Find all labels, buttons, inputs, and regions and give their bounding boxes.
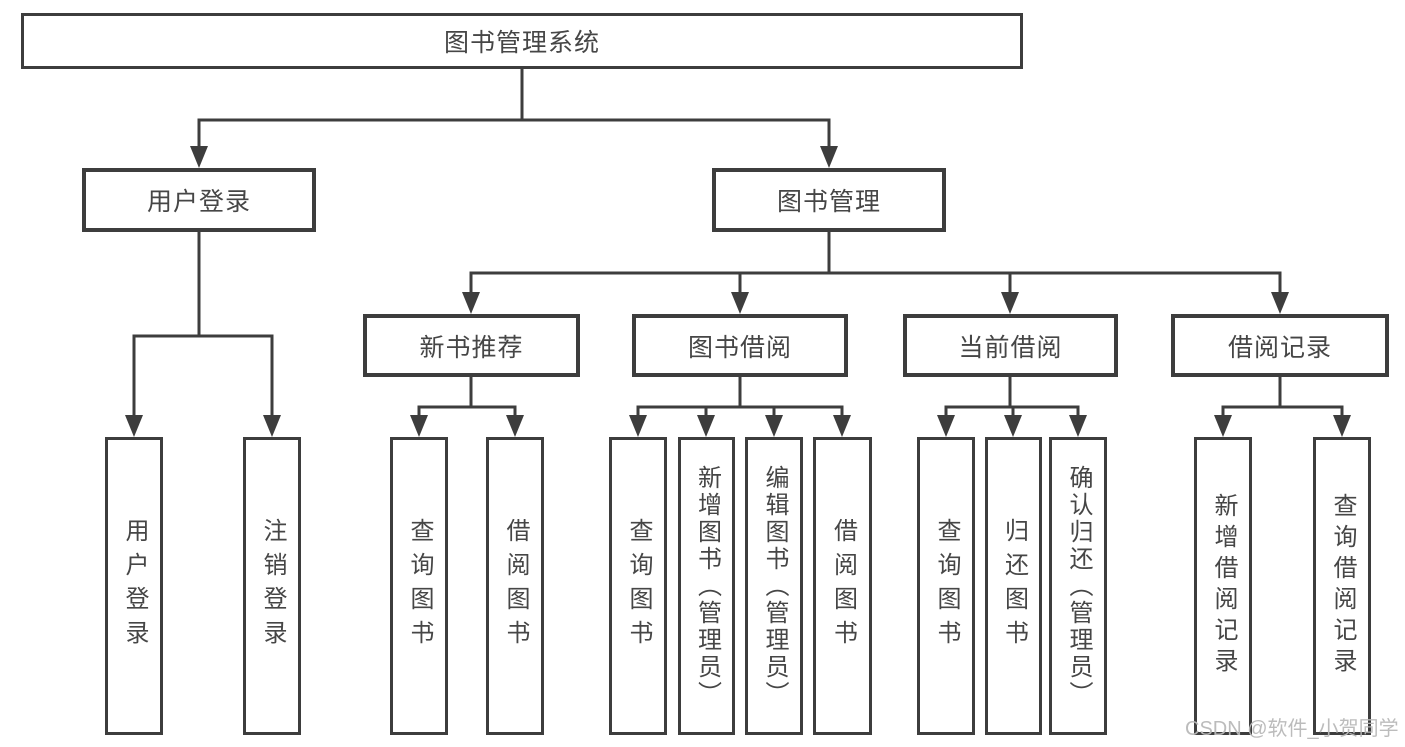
- node-user-login: 用户登录: [82, 168, 316, 232]
- leaf-query-book-1: 查询图书: [390, 437, 448, 735]
- node-current-borrow: 当前借阅: [903, 314, 1118, 377]
- csdn-watermark: CSDN @软件_小贺同学: [1185, 718, 1399, 740]
- node-label: 归还图书: [1000, 518, 1028, 654]
- leaf-query-borrow-record: 查询借阅记录: [1313, 437, 1371, 735]
- node-label: 新书推荐: [419, 333, 524, 362]
- node-label: 用户登录: [121, 518, 148, 654]
- node-label: 查询图书: [625, 518, 652, 654]
- node-label: 新增借阅记录: [1210, 493, 1237, 679]
- node-label: 借阅图书: [502, 518, 529, 654]
- node-label: 图书管理: [776, 188, 881, 216]
- leaf-return-book: 归还图书: [985, 437, 1042, 735]
- node-label: 借阅记录: [1227, 333, 1332, 362]
- node-label: 图书管理系统: [443, 29, 600, 57]
- node-label: 用户登录: [146, 188, 251, 216]
- leaf-user-login: 用户登录: [105, 437, 163, 735]
- node-label: 图书借阅: [687, 333, 792, 362]
- leaf-add-borrow-record: 新增借阅记录: [1194, 437, 1252, 735]
- leaf-query-book-3: 查询图书: [917, 437, 975, 735]
- node-label: 借阅图书: [829, 518, 857, 654]
- node-new-book-recommend: 新书推荐: [363, 314, 580, 377]
- leaf-logout: 注销登录: [243, 437, 301, 735]
- node-book-borrow: 图书借阅: [632, 314, 848, 377]
- node-root-system: 图书管理系统: [21, 13, 1023, 69]
- leaf-borrow-book-1: 借阅图书: [486, 437, 544, 735]
- leaf-confirm-return-admin: 确认归还（管理员）: [1049, 437, 1107, 735]
- leaf-query-book-2: 查询图书: [609, 437, 667, 735]
- leaf-edit-book-admin: 编辑图书（管理员）: [745, 437, 803, 735]
- leaf-borrow-book-2: 借阅图书: [813, 437, 872, 735]
- node-label: 查询图书: [406, 518, 433, 654]
- node-book-management: 图书管理: [712, 168, 946, 232]
- node-label: 当前借阅: [958, 333, 1063, 362]
- node-label: 查询借阅记录: [1329, 493, 1356, 679]
- node-label: 查询图书: [933, 518, 960, 654]
- node-label: 确认归还（管理员）: [1065, 464, 1092, 708]
- node-label: 编辑图书（管理员）: [761, 464, 788, 708]
- node-label: 注销登录: [259, 518, 286, 654]
- node-label: 新增图书（管理员）: [693, 464, 721, 708]
- arrowheads: [125, 146, 1351, 437]
- node-borrow-record: 借阅记录: [1171, 314, 1389, 377]
- leaf-add-book-admin: 新增图书（管理员）: [678, 437, 735, 735]
